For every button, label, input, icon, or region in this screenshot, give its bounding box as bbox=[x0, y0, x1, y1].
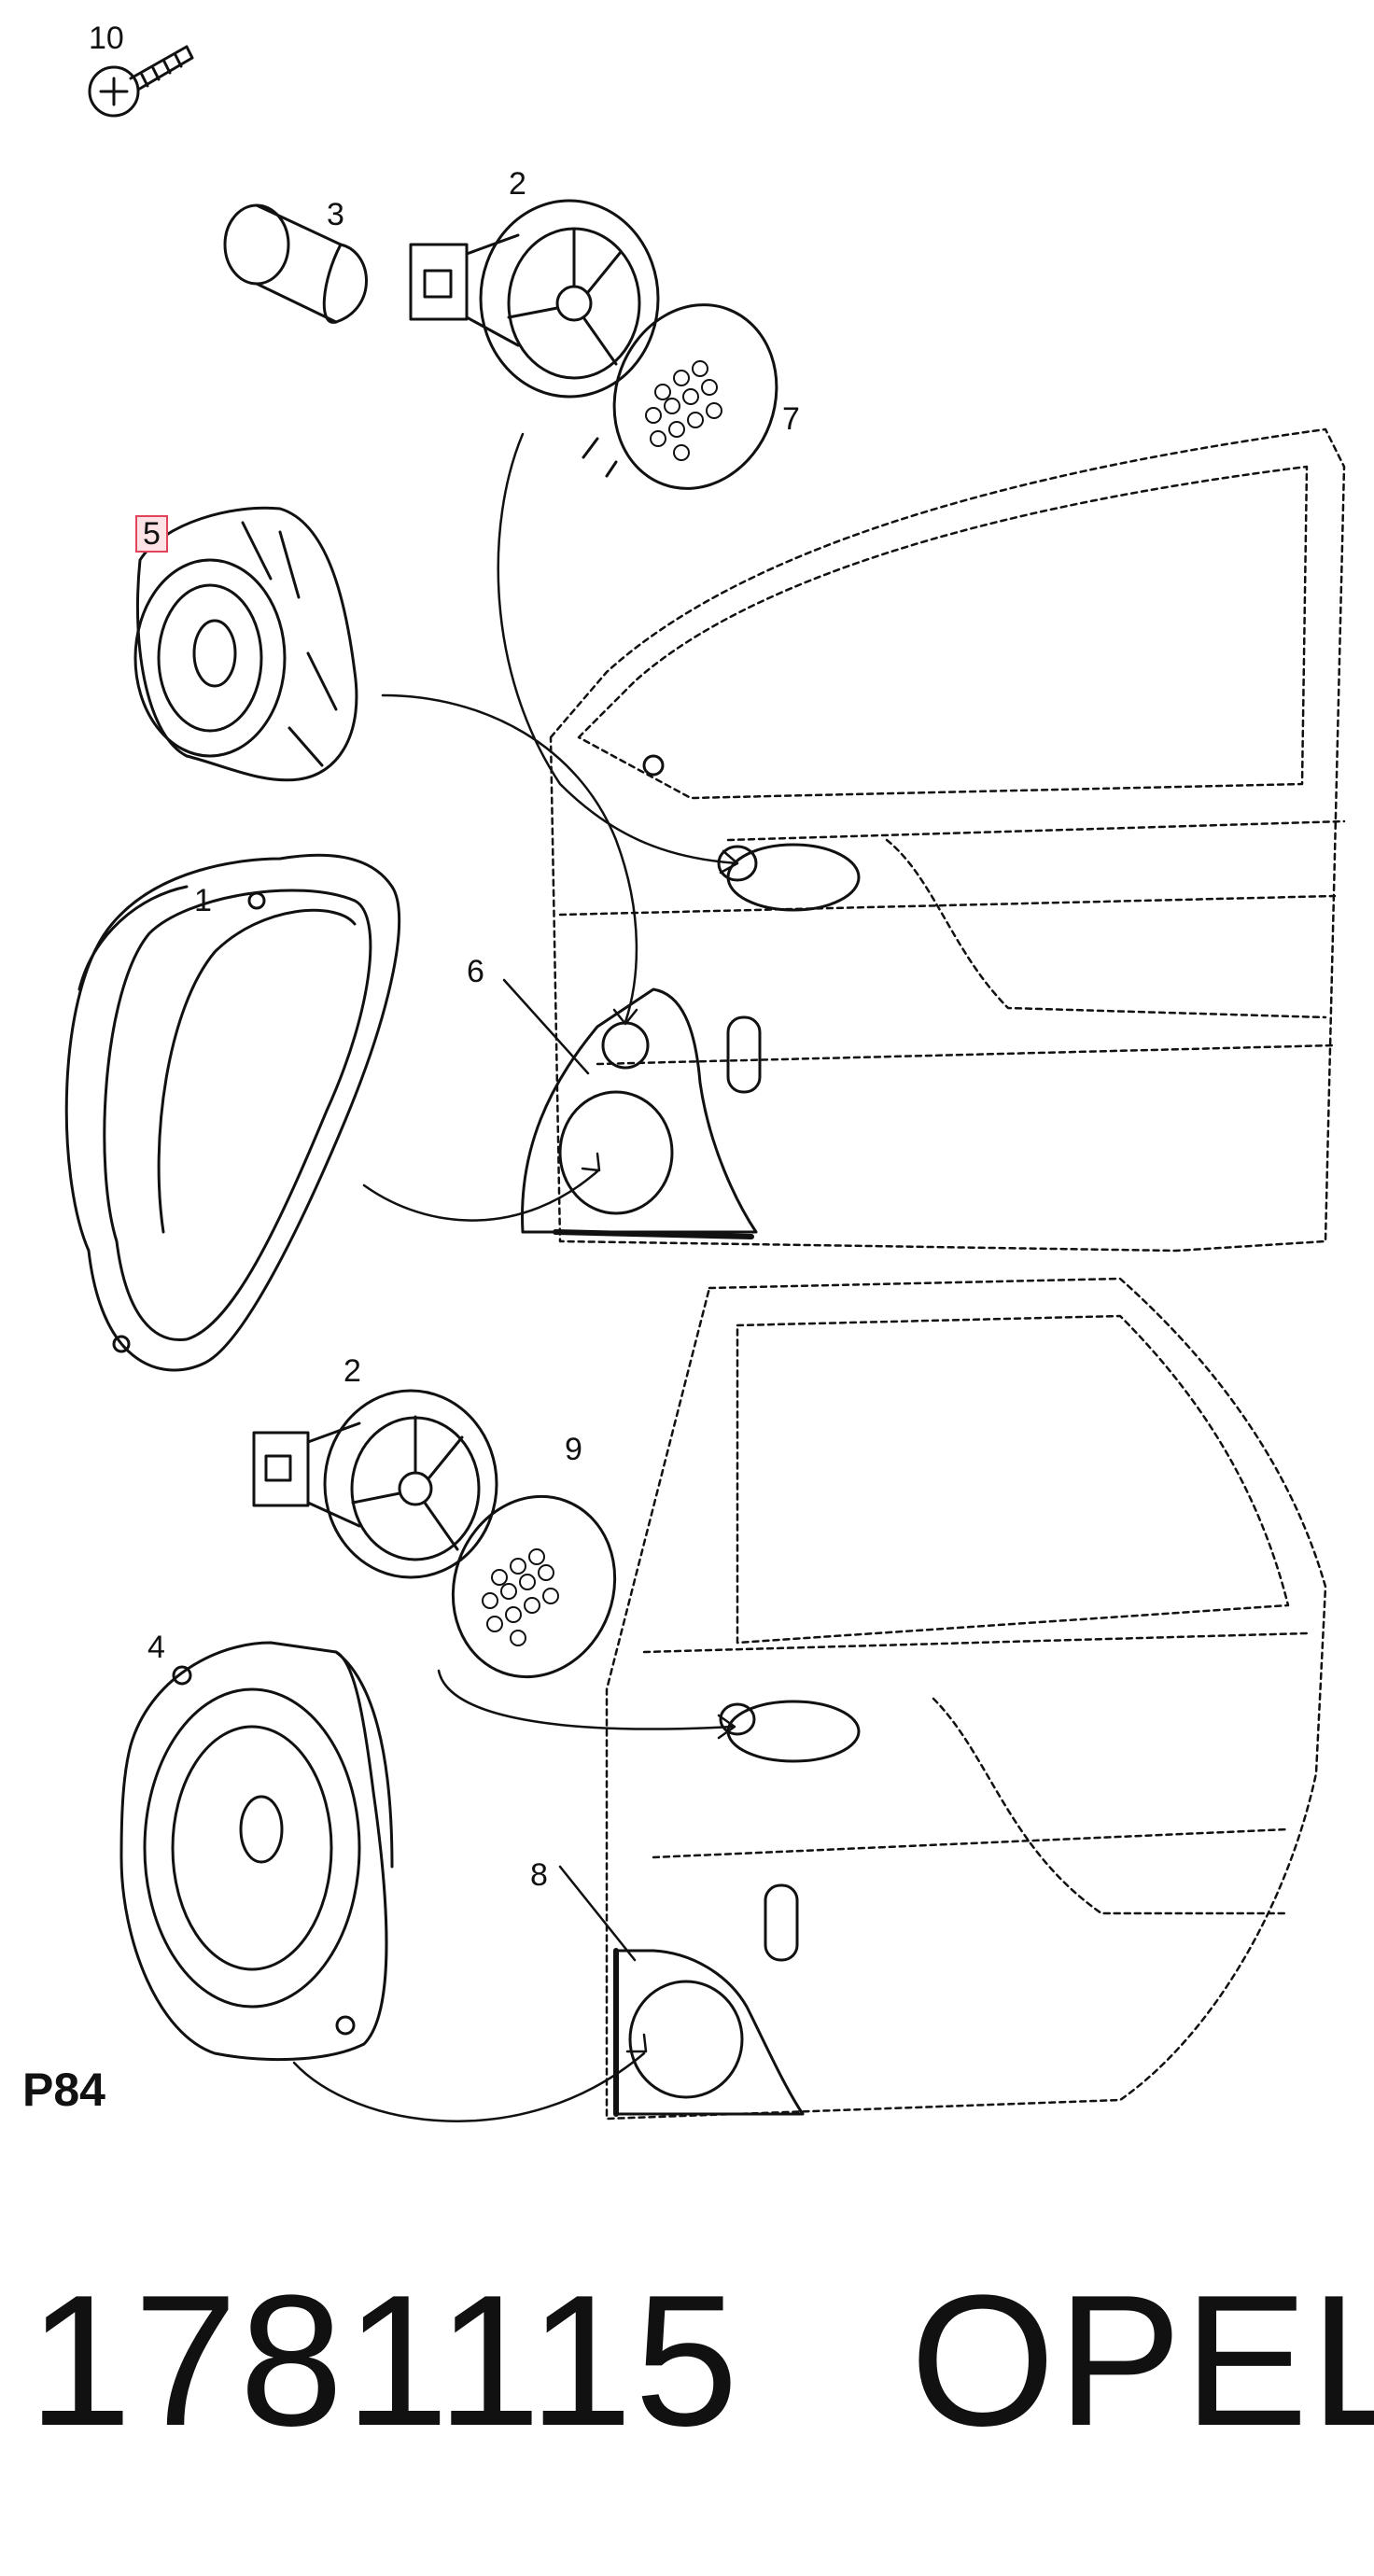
tweeter-part-top bbox=[409, 199, 660, 399]
assembly-arrows bbox=[292, 432, 739, 2122]
rear-door-speaker-mount bbox=[613, 1883, 805, 2117]
callout-1: 1 bbox=[194, 883, 212, 918]
cylinder-part bbox=[223, 203, 368, 324]
callout-5-highlighted: 5 bbox=[135, 515, 168, 553]
grille-part-top bbox=[582, 303, 778, 490]
woofer-part bbox=[64, 853, 401, 1372]
tweeter-part-bottom bbox=[252, 1389, 498, 1579]
front-door-handle bbox=[642, 754, 861, 912]
callout-9: 9 bbox=[565, 1432, 582, 1467]
sheet-code: P84 bbox=[22, 2064, 105, 2116]
callout-10: 10 bbox=[89, 21, 124, 56]
callout-7: 7 bbox=[782, 401, 800, 437]
speaker-housing-part bbox=[133, 506, 358, 782]
front-door-outline bbox=[549, 427, 1346, 1253]
screw-part bbox=[88, 45, 194, 118]
callout-3: 3 bbox=[327, 197, 344, 232]
callout-2-bottom: 2 bbox=[344, 1353, 361, 1389]
rear-door-outline bbox=[605, 1277, 1327, 2121]
callout-4: 4 bbox=[147, 1630, 165, 1665]
callout-6: 6 bbox=[467, 954, 484, 989]
callout-8: 8 bbox=[530, 1857, 548, 1893]
callout-2-top: 2 bbox=[509, 166, 526, 202]
rear-door-handle bbox=[719, 1700, 861, 1763]
rear-speaker-part bbox=[119, 1641, 394, 2062]
front-door-speaker-mount bbox=[521, 987, 762, 1239]
brand-name: OPEL bbox=[910, 2257, 1374, 2465]
part-number: 1781115 bbox=[28, 2257, 740, 2465]
grille-part-bottom bbox=[451, 1494, 617, 1679]
